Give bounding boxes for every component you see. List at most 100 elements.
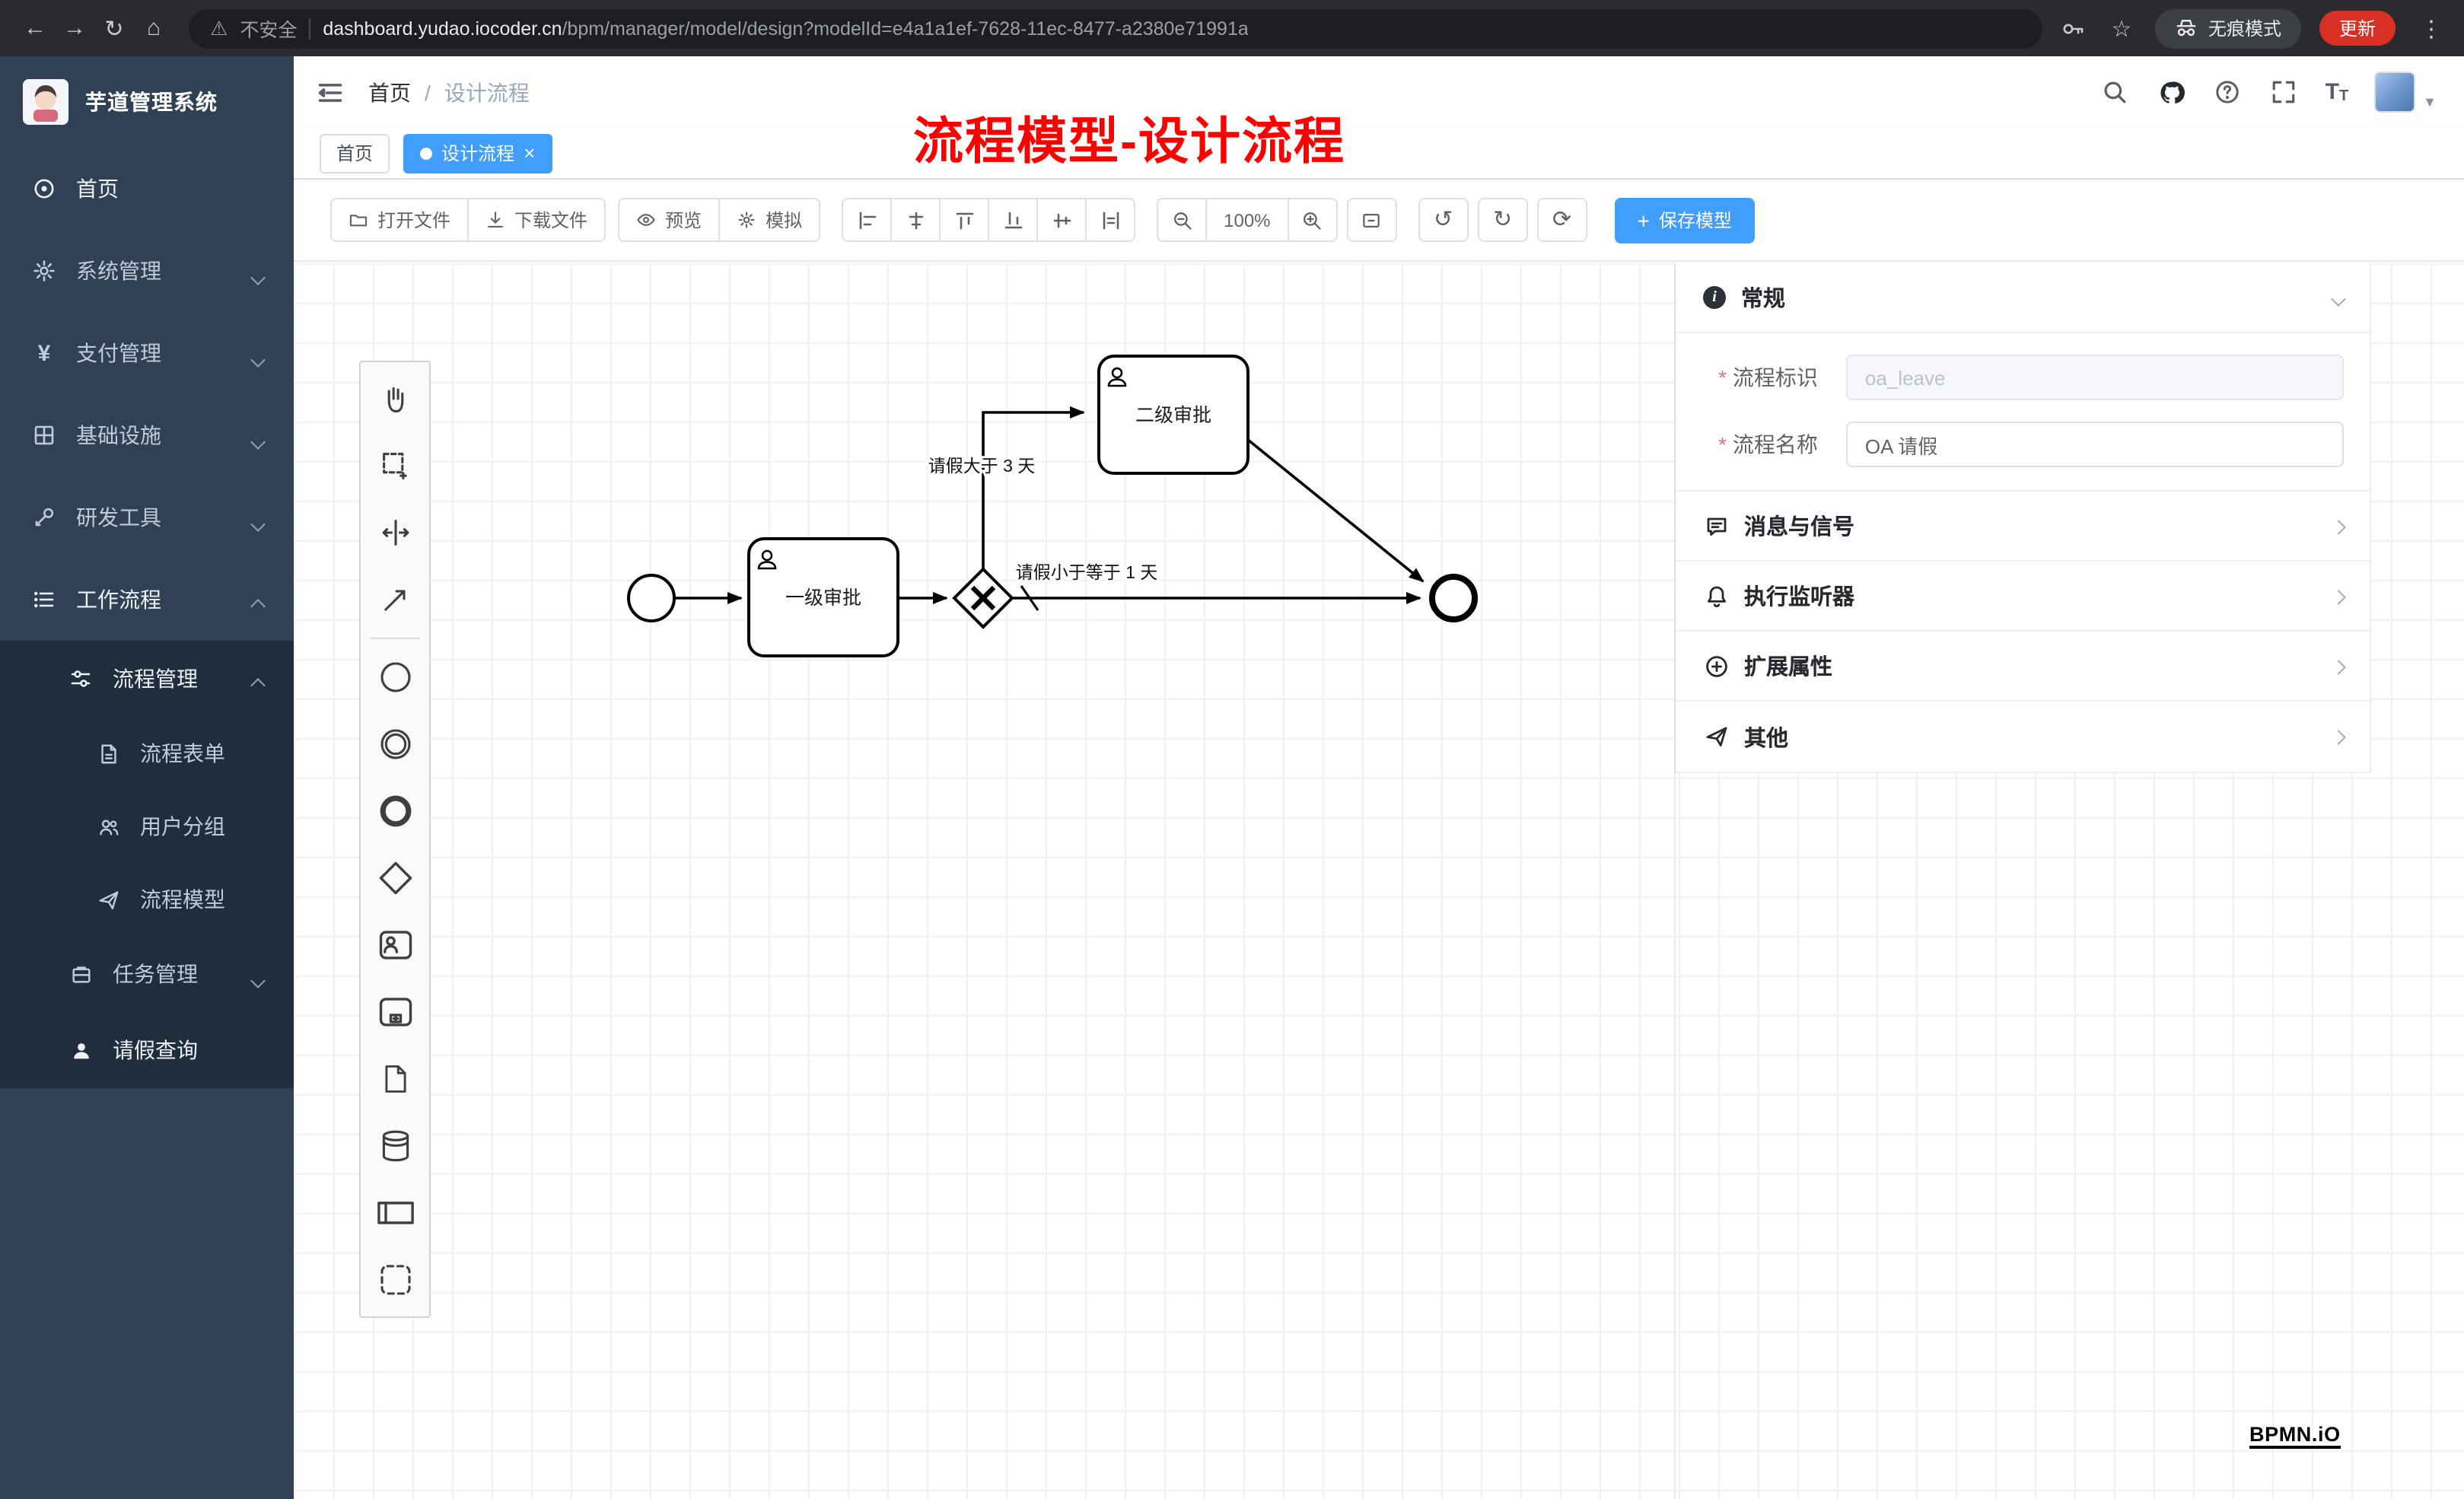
reload-icon[interactable]: ↻ <box>104 16 124 42</box>
user-icon <box>1107 367 1127 387</box>
zoom-in-icon[interactable] <box>1287 198 1338 242</box>
lasso-tool-icon[interactable] <box>362 432 428 499</box>
download-file-button[interactable]: 下载文件 <box>467 198 606 242</box>
restart-icon[interactable]: ⟳ <box>1536 198 1587 242</box>
sidebar-item-workflow[interactable]: 工作流程 <box>0 559 294 641</box>
tab-design-process[interactable]: 设计流程 × <box>403 133 552 173</box>
preview-button[interactable]: 预览 <box>618 198 721 242</box>
user-menu[interactable]: ▼ <box>2374 72 2437 113</box>
condition-label-gt3[interactable]: 请假大于 3 天 <box>926 454 1038 478</box>
tab-home[interactable]: 首页 <box>320 133 390 173</box>
home-icon[interactable]: ⌂ <box>146 15 161 41</box>
user-task-icon[interactable] <box>362 912 428 979</box>
sidebar-item-task-mgmt[interactable]: 任务管理 <box>0 936 294 1012</box>
tab-label: 设计流程 <box>441 143 515 164</box>
section-title: 扩展属性 <box>1744 656 1832 680</box>
sidebar-item-home[interactable]: 首页 <box>0 148 294 230</box>
bpmn-palette <box>359 361 431 1318</box>
redo-icon[interactable]: ↻ <box>1477 198 1528 242</box>
sidebar-item-devtools[interactable]: 研发工具 <box>0 476 294 559</box>
back-icon[interactable]: ← <box>24 15 46 41</box>
section-other[interactable]: 其他 <box>1676 702 2370 772</box>
address-bar[interactable]: ⚠ 不安全 dashboard.yudao.iocoder.cn/bpm/man… <box>189 8 2042 48</box>
document-icon <box>94 740 122 767</box>
required-mark: * <box>1718 432 1727 457</box>
participant-icon[interactable] <box>362 1179 428 1246</box>
flow-task2-to-end[interactable] <box>1246 438 1425 583</box>
section-extended-attributes[interactable]: 扩展属性 <box>1676 632 2370 702</box>
intermediate-event-icon[interactable] <box>362 711 428 778</box>
open-file-button[interactable]: 打开文件 <box>330 198 470 242</box>
simulate-button[interactable]: 模拟 <box>718 198 821 242</box>
open-file-label: 打开文件 <box>377 210 451 231</box>
chevron-down-icon <box>250 517 266 532</box>
user-task-level1[interactable] <box>747 537 899 657</box>
data-store-icon[interactable] <box>362 1112 428 1179</box>
bookmark-star-icon[interactable]: ☆ <box>2111 16 2132 42</box>
flow-gateway-to-task2[interactable] <box>982 406 1085 569</box>
sidebar-item-leave-query[interactable]: 请假查询 <box>0 1012 294 1088</box>
zoom-reset-icon[interactable] <box>1346 198 1397 242</box>
password-key-icon[interactable] <box>2058 13 2088 43</box>
search-icon[interactable] <box>2100 77 2131 107</box>
group-icon[interactable] <box>362 1246 428 1313</box>
end-event-icon[interactable] <box>362 778 428 845</box>
sidebar-item-infra[interactable]: 基础设施 <box>0 394 294 476</box>
end-event[interactable] <box>1429 574 1478 622</box>
align-center-horizontal-icon[interactable] <box>890 198 941 242</box>
section-execution-listener[interactable]: 执行监听器 <box>1676 562 2370 632</box>
user-task-level2[interactable] <box>1097 355 1250 475</box>
chrome-menu-icon[interactable]: ⋮ <box>2420 16 2443 42</box>
align-top-icon[interactable] <box>939 198 990 242</box>
align-middle-vertical-icon[interactable] <box>1036 198 1087 242</box>
section-message-signal[interactable]: 消息与信号 <box>1676 492 2370 562</box>
panel-divider <box>1674 263 1676 1499</box>
forward-icon[interactable]: → <box>63 15 86 41</box>
help-icon[interactable] <box>2213 77 2243 107</box>
user-icon <box>757 549 777 570</box>
sidebar-item-label: 基础设施 <box>76 423 161 447</box>
omnibox-divider <box>309 18 311 39</box>
tab-close-icon[interactable]: × <box>524 142 536 164</box>
chevron-up-icon <box>250 678 266 693</box>
global-connect-tool-icon[interactable] <box>362 566 428 633</box>
page-url: dashboard.yudao.iocoder.cn/bpm/manager/m… <box>323 18 1248 39</box>
sidebar-item-user-groups[interactable]: 用户分组 <box>0 790 294 863</box>
app-logo[interactable]: 芋道管理系统 <box>0 56 294 148</box>
sidebar-item-label: 流程管理 <box>113 667 198 691</box>
align-left-icon[interactable] <box>842 198 893 242</box>
palette-separator <box>370 638 420 639</box>
sidebar-item-system[interactable]: 系统管理 <box>0 230 294 312</box>
bpmn-io-logo[interactable]: BPMN.iO <box>2249 1423 2341 1449</box>
zoom-out-icon[interactable] <box>1157 198 1208 242</box>
start-event[interactable] <box>627 574 676 622</box>
properties-panel: 常规 * 流程标识 * 流程名称 消息与信号 <box>1674 263 2371 773</box>
subprocess-icon[interactable] <box>362 979 428 1045</box>
gateway-icon[interactable] <box>362 845 428 912</box>
distribute-icon[interactable] <box>1085 198 1136 242</box>
start-event-icon[interactable] <box>362 644 428 711</box>
sidebar-item-payment[interactable]: ¥ 支付管理 <box>0 312 294 394</box>
fullscreen-icon[interactable] <box>2269 77 2300 107</box>
section-general[interactable]: 常规 <box>1676 263 2370 333</box>
sidebar-item-process-form[interactable]: 流程表单 <box>0 717 294 790</box>
save-model-button[interactable]: + 保存模型 <box>1614 197 1755 243</box>
condition-label-lte1[interactable]: 请假小于等于 1 天 <box>1014 560 1160 584</box>
space-tool-icon[interactable] <box>362 499 428 566</box>
github-icon[interactable] <box>2157 77 2187 107</box>
hamburger-icon[interactable] <box>315 77 345 107</box>
sidebar-item-process-mgmt[interactable]: 流程管理 <box>0 641 294 717</box>
hand-tool-icon[interactable] <box>362 365 428 432</box>
process-name-input[interactable] <box>1846 422 2344 467</box>
chevron-right-icon <box>2331 589 2346 604</box>
align-bottom-icon[interactable] <box>988 198 1039 242</box>
chrome-update-button[interactable]: 更新 <box>2319 11 2396 46</box>
breadcrumb-home[interactable]: 首页 <box>368 80 411 104</box>
undo-icon[interactable]: ↺ <box>1418 198 1469 242</box>
sidebar: 芋道管理系统 首页 系统管理 ¥ 支付管理 基础设施 <box>0 56 294 1499</box>
app-title: 芋道管理系统 <box>85 90 218 114</box>
data-object-icon[interactable] <box>362 1045 428 1112</box>
paper-plane-icon <box>1703 724 1729 750</box>
sidebar-item-process-model[interactable]: 流程模型 <box>0 863 294 936</box>
